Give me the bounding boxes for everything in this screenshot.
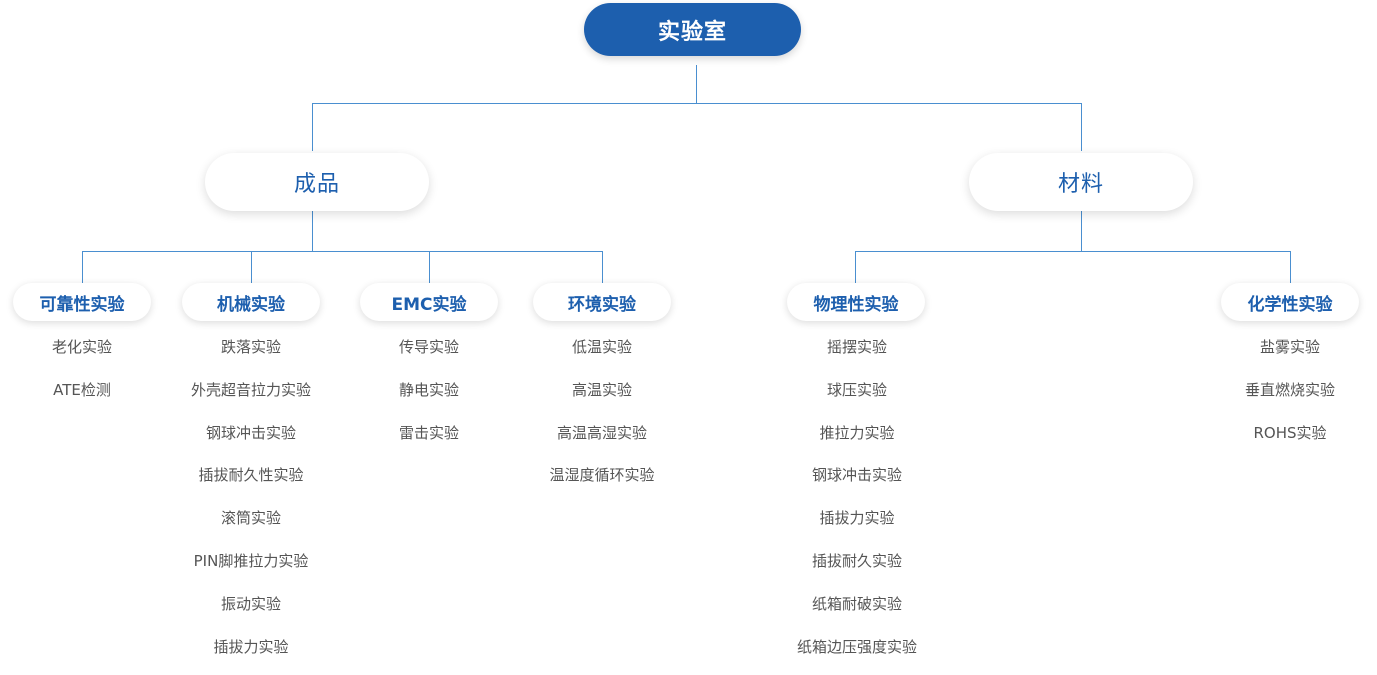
category-label: 材料: [1057, 172, 1104, 197]
list-item: 纸箱耐破实验: [811, 594, 902, 613]
connector-root-down: [696, 65, 697, 103]
list-item: 温湿度循环实验: [549, 466, 655, 485]
connector-to-group-6: [1290, 251, 1291, 283]
list-item: 垂直燃烧实验: [1244, 380, 1335, 399]
group-label: 环境实验: [568, 294, 636, 315]
list-item: 振动实验: [220, 594, 281, 613]
group-node-emc: EMC实验: [360, 283, 498, 321]
connector-cailiao-bar: [855, 251, 1291, 252]
list-item: 高温高湿实验: [556, 423, 647, 442]
item-list-mechanical: 跌落实验 外壳超音拉力实验 钢球冲击实验 插拔耐久性实验 滚筒实验 PIN脚推拉…: [151, 333, 351, 675]
category-label: 成品: [293, 172, 340, 197]
item-list-environment: 低温实验 高温实验 高温高湿实验 温湿度循环实验: [502, 333, 702, 504]
connector-to-cailiao: [1081, 103, 1082, 151]
list-item: ROHS实验: [1253, 423, 1327, 442]
group-node-reliability: 可靠性实验: [13, 283, 151, 321]
root-node: 实验室: [584, 3, 801, 56]
list-item: 跌落实验: [220, 338, 281, 356]
connector-to-chengpin: [312, 103, 313, 151]
list-item: 高温实验: [571, 380, 632, 399]
list-item: 插拔力实验: [819, 509, 895, 528]
list-item: 老化实验: [51, 338, 112, 356]
list-item: PIN脚推拉力实验: [193, 551, 309, 570]
group-node-chemical: 化学性实验: [1221, 283, 1359, 321]
category-node-cailiao: 材料: [969, 153, 1193, 211]
group-label: 化学性实验: [1247, 294, 1333, 315]
list-item: 推拉力实验: [819, 423, 895, 442]
group-node-environment: 环境实验: [533, 283, 671, 321]
list-item: 钢球冲击实验: [205, 423, 296, 442]
list-item: 插拔力实验: [213, 637, 289, 656]
root-label: 实验室: [657, 19, 727, 45]
item-list-emc: 传导实验 静电实验 雷击实验: [329, 333, 529, 461]
connector-cailiao-down: [1081, 211, 1082, 251]
group-label: EMC实验: [391, 294, 467, 315]
item-list-chemical: 盐雾实验 垂直燃烧实验 ROHS实验: [1190, 333, 1377, 461]
group-node-mechanical: 机械实验: [182, 283, 320, 321]
list-item: 球压实验: [826, 380, 887, 399]
list-item: 插拔耐久性实验: [198, 466, 304, 485]
group-label: 机械实验: [217, 294, 285, 315]
list-item: 外壳超音拉力实验: [190, 380, 311, 399]
list-item: ATE检测: [53, 380, 111, 399]
group-node-physical: 物理性实验: [787, 283, 925, 321]
list-item: 插拔耐久实验: [811, 551, 902, 570]
connector-chengpin-down: [312, 211, 313, 251]
connector-root-bar: [312, 103, 1082, 104]
list-item: 雷击实验: [398, 423, 459, 442]
item-list-reliability: 老化实验 ATE检测: [0, 333, 182, 419]
connector-to-group-5: [855, 251, 856, 283]
list-item: 钢球冲击实验: [811, 466, 902, 485]
group-label: 可靠性实验: [39, 294, 125, 315]
connector-chengpin-bar: [82, 251, 603, 252]
connector-to-group-2: [251, 251, 252, 283]
item-list-physical: 摇摆实验 球压实验 推拉力实验 钢球冲击实验 插拔力实验 插拔耐久实验 纸箱耐破…: [757, 333, 957, 675]
list-item: 传导实验: [398, 338, 459, 356]
list-item: 低温实验: [571, 338, 632, 356]
category-node-chengpin: 成品: [205, 153, 429, 211]
connector-to-group-3: [429, 251, 430, 283]
list-item: 摇摆实验: [826, 338, 887, 356]
list-item: 静电实验: [398, 380, 459, 399]
connector-to-group-1: [82, 251, 83, 283]
list-item: 纸箱边压强度实验: [796, 637, 917, 656]
group-label: 物理性实验: [813, 294, 899, 315]
list-item: 滚筒实验: [220, 509, 281, 528]
connector-to-group-4: [602, 251, 603, 283]
list-item: 盐雾实验: [1259, 338, 1320, 356]
